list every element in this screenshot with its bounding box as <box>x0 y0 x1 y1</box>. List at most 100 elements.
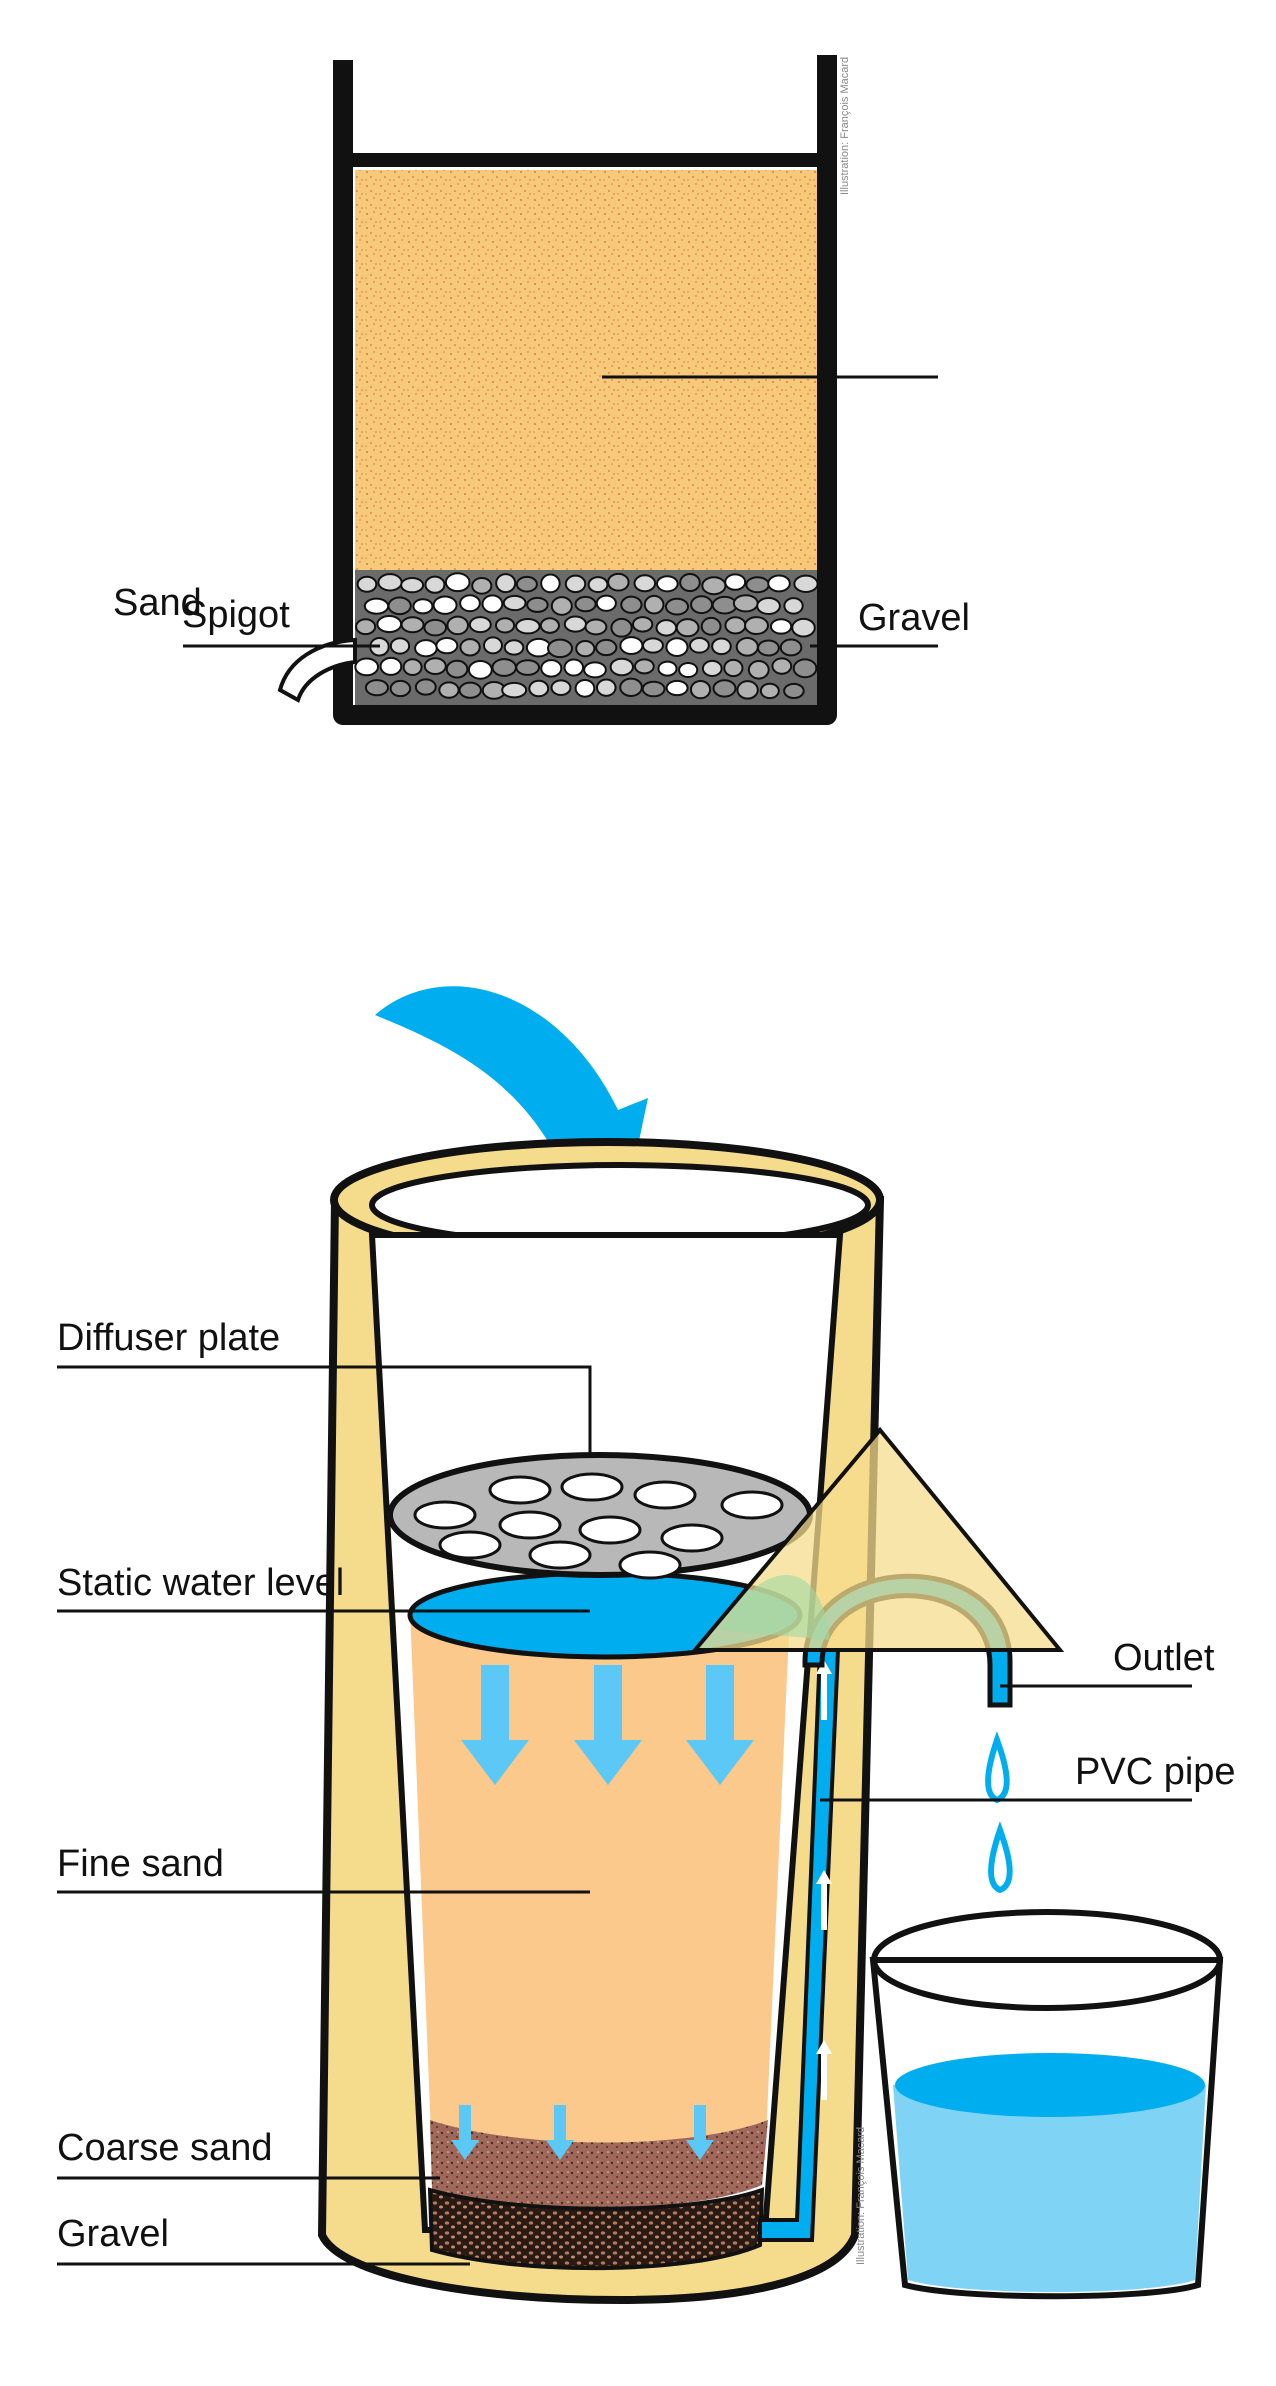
diffuser-hole <box>618 1550 682 1580</box>
gravel-stone <box>540 659 563 678</box>
gravel-stone <box>414 678 437 696</box>
gravel-stone <box>502 594 527 612</box>
gravel-stone <box>435 637 459 655</box>
gravel-stone <box>619 636 644 655</box>
label-outlet: Outlet <box>1113 1637 1215 1679</box>
gravel-stone <box>402 658 423 677</box>
gravel-layer-2 <box>427 2187 765 2271</box>
gravel-stone <box>675 618 700 638</box>
water-droplet-1 <box>985 1731 1010 1804</box>
gravel-stone <box>609 657 634 677</box>
label-gravel-2: Gravel <box>57 2213 169 2255</box>
gravel-stone <box>759 682 780 700</box>
glass-rim <box>871 1909 1223 2011</box>
gravel-stone <box>607 572 630 592</box>
glass-water <box>893 2085 1206 2292</box>
gravel-stone <box>467 660 493 680</box>
gravel-stone <box>414 639 438 658</box>
gravel-stone <box>791 617 816 638</box>
gravel-stone <box>564 574 587 594</box>
gravel-stone <box>525 637 552 658</box>
gravel-stone <box>423 657 447 676</box>
gravel-stone <box>771 657 793 675</box>
illustration-credit-2: Illustration: François Macard <box>855 2127 867 2265</box>
gravel-stone <box>633 658 655 675</box>
gravel-stone <box>655 619 678 637</box>
gravel-stone <box>354 657 380 677</box>
gravel-stone <box>642 637 664 654</box>
gravel-stone <box>424 575 446 594</box>
gravel-stone <box>723 658 744 678</box>
gravel-stone <box>732 594 759 613</box>
gravel-stone <box>783 682 805 700</box>
gravel-stone <box>400 616 425 634</box>
label-static-water-level: Static water level <box>57 1562 344 1604</box>
label-spigot: Spigot <box>182 594 290 636</box>
glass-water-surface <box>895 2053 1205 2117</box>
gravel-stone <box>679 572 701 593</box>
diffuser-hole <box>438 1530 502 1560</box>
diffuser-hole <box>660 1523 724 1553</box>
gravel-stone <box>356 575 378 593</box>
pipe-flow-arrows <box>816 1660 832 2100</box>
gravel-stone <box>515 575 538 593</box>
gravel-stone <box>665 637 689 658</box>
gravel-stone <box>643 594 665 615</box>
gravel-stone <box>459 638 481 657</box>
diffuser-hole <box>498 1510 562 1540</box>
gravel-stone <box>735 637 759 657</box>
gravel-stone <box>444 572 471 593</box>
gravel-stone <box>665 679 689 697</box>
gravel-stone <box>711 637 732 656</box>
gravel-stone <box>575 640 596 658</box>
flow-arrows-down <box>461 1665 754 1785</box>
gravel-stone <box>793 574 819 593</box>
gravel-stone <box>458 681 482 699</box>
gravel-stone <box>595 594 617 612</box>
gravel-stone <box>756 596 781 616</box>
pipe-arrow-up <box>816 1660 832 1720</box>
diffuser-hole <box>560 1472 624 1502</box>
gravel-stone <box>481 594 504 614</box>
gravel-stone <box>688 637 710 654</box>
gravel-stone <box>724 573 747 591</box>
flow-arrow-small <box>686 2105 714 2160</box>
gravel-stone <box>377 573 403 592</box>
illustration-credit-1: Illustration: François Macard <box>839 57 851 195</box>
gravel-stone <box>783 597 804 615</box>
gravel-stone <box>724 616 747 635</box>
gravel-stone <box>633 574 657 593</box>
diffuser-hole <box>578 1515 642 1545</box>
gravel-stone <box>583 661 607 679</box>
diffuser-hole <box>488 1475 552 1505</box>
gravel-stone <box>620 595 643 614</box>
gravel-stone <box>619 677 643 697</box>
sand-layer <box>355 170 817 570</box>
gravel-stone <box>574 678 596 698</box>
gravel-stone <box>528 679 550 698</box>
gravel-stone <box>379 656 403 676</box>
gravel-stone <box>355 618 377 636</box>
gravel-stone <box>664 597 690 616</box>
gravel-stone <box>459 594 481 613</box>
gravel-stone <box>494 617 516 634</box>
gravel-stone <box>539 617 560 634</box>
gravel-stone <box>526 596 549 613</box>
gravel-stone <box>587 576 609 594</box>
gravel-stone <box>757 639 780 657</box>
water-droplet-2 <box>988 1821 1013 1894</box>
gravel-stone <box>389 637 411 655</box>
gravel-stone <box>540 573 561 594</box>
gravel-stone <box>503 639 525 656</box>
gravel-stone <box>515 659 541 676</box>
gravel-stone <box>747 660 770 680</box>
diffuser-holes <box>413 1472 784 1580</box>
gravel-stone <box>657 660 678 677</box>
flow-arrow-small <box>451 2105 479 2160</box>
gravel-stone <box>595 678 617 697</box>
label-gravel: Gravel <box>858 597 970 639</box>
label-pvc-pipe: PVC pipe <box>1075 1751 1236 1793</box>
gravel-stone <box>792 658 818 679</box>
gravel-stone <box>563 615 588 633</box>
flow-arrow-down <box>574 1665 642 1785</box>
